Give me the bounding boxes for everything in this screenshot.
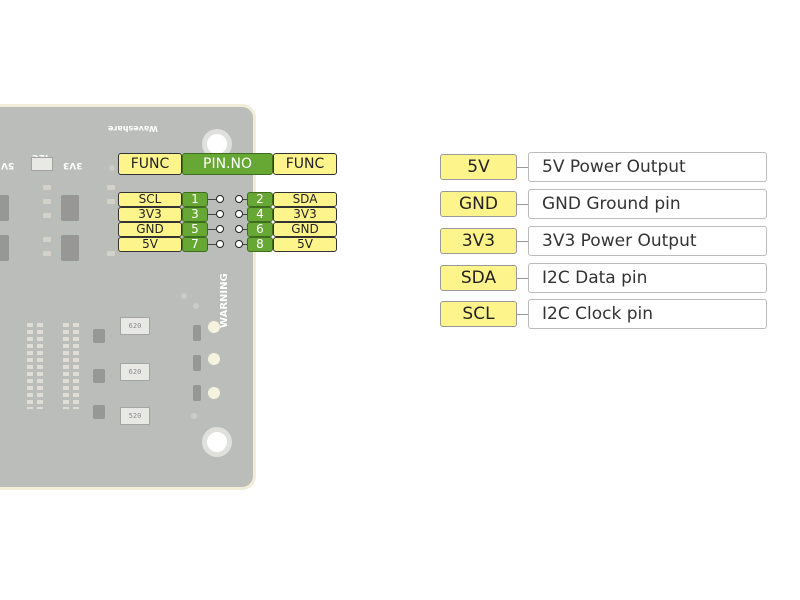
legend-key: SDA [440,265,517,291]
led [208,387,220,399]
legend-connector [517,314,528,315]
pin-left-func: GND [118,222,182,237]
legend-key: GND [440,191,517,217]
mounting-hole-bottom [202,427,232,457]
pin-right-func: 5V [273,237,337,252]
smd-pad [107,251,115,256]
ic-chip [0,235,9,261]
pin-right-number: 6 [247,222,273,237]
pin-right-func: 3V3 [273,207,337,222]
warning-text: WARNING [219,273,230,328]
pin-leader-line [208,199,216,200]
legend-description: I2C Data pin [528,263,767,293]
header-pads [63,323,69,409]
via [191,413,197,419]
pin-hole [216,195,224,203]
smd-pad [107,199,115,204]
brand-logo-text: Waveshare [108,124,158,133]
legend-key: 5V [440,154,517,180]
pin-left-number: 1 [182,192,208,207]
inductor-label: 620 [120,317,150,335]
pin-right-number: 2 [247,192,273,207]
legend-row: 3V3 3V3 Power Output [440,226,767,256]
pin-leader-line [243,199,247,200]
transistor [93,329,105,343]
resistor [193,325,201,341]
smd-pad [43,199,51,204]
legend-row: SDA I2C Data pin [440,263,767,293]
pin-hole [235,195,243,203]
legend-connector [517,241,528,242]
legend-description: 3V3 Power Output [528,226,767,256]
pin-hole [235,225,243,233]
pin-left-number: 5 [182,222,208,237]
header-func-right: FUNC [273,153,337,175]
legend-description: GND Ground pin [528,189,767,219]
legend-description: 5V Power Output [528,152,767,182]
legend-connector [517,204,528,205]
led [208,353,220,365]
pin-left-number: 7 [182,237,208,252]
pin-leader-line [243,229,247,230]
pin-left-number: 3 [182,207,208,222]
pin-hole [235,240,243,248]
pin-right-func: GND [273,222,337,237]
pin-right-func: SDA [273,192,337,207]
legend-row: 5V 5V Power Output [440,152,767,182]
pin-left-func: 3V3 [118,207,182,222]
smd-pad [43,251,51,256]
via [181,293,187,299]
ic-chip [61,195,79,221]
pin-right-number: 4 [247,207,273,222]
legend-connector [517,278,528,279]
pin-left-func: 5V [118,237,182,252]
pin-leader-line [208,229,216,230]
led [208,321,220,333]
legend-key: SCL [440,301,517,327]
transistor [93,369,105,383]
pin-left-func: SCL [118,192,182,207]
inductor-label: 520 [120,407,150,425]
smd-pad [43,185,51,190]
pin-leader-line [243,244,247,245]
pin-leader-line [208,244,216,245]
silk-5v: 5V [1,160,15,170]
jumper-pad [31,157,53,171]
legend-row: GND GND Ground pin [440,189,767,219]
pin-leader-line [243,214,247,215]
smd-pad [43,237,51,242]
smd-pad [107,185,115,190]
header-pads [37,323,43,409]
pin-right-number: 8 [247,237,273,252]
silk-3v3: 3V3 [63,160,83,170]
pin-hole [216,225,224,233]
header-pin-no: PIN.NO [182,153,273,175]
legend-connector [517,167,528,168]
header-pads [27,323,33,409]
via [193,303,199,309]
pin-hole [216,240,224,248]
pin-leader-line [208,214,216,215]
ic-chip [61,235,79,261]
pin-hole [216,210,224,218]
resistor [193,355,201,371]
legend-row: SCL I2C Clock pin [440,299,767,329]
resistor [193,385,201,401]
header-func-left: FUNC [118,153,182,175]
legend-description: I2C Clock pin [528,299,767,329]
pin-hole [235,210,243,218]
via [109,165,115,171]
transistor [93,405,105,419]
legend-key: 3V3 [440,228,517,254]
ic-chip [0,195,9,221]
inductor-label: 620 [120,363,150,381]
header-pads [73,323,79,409]
smd-pad [43,213,51,218]
